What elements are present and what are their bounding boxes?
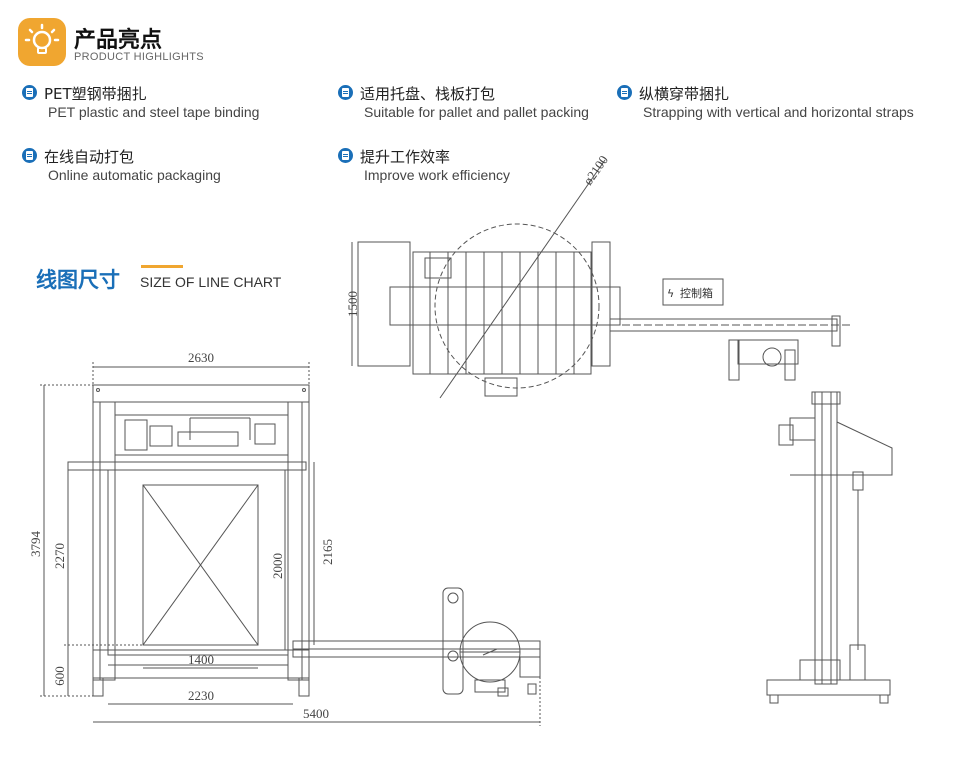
feature-title: 在线自动打包 <box>44 148 135 166</box>
lightbulb-icon <box>18 18 66 66</box>
feature-title: 纵横穿带捆扎 <box>639 85 730 103</box>
dim-width-top: 2630 <box>188 350 214 365</box>
dim-height-base: 600 <box>52 666 67 686</box>
dim-height-right: 2165 <box>320 539 335 565</box>
dim-height-inner: 2270 <box>52 543 67 569</box>
feature-title: 适用托盘、栈板打包 <box>360 85 496 103</box>
page-title: 产品亮点 <box>74 28 163 53</box>
dim-diameter: ø2100 <box>580 152 611 187</box>
dim-width-base: 2230 <box>188 688 214 703</box>
feature-desc: Strapping with vertical and horizontal s… <box>643 104 914 120</box>
section-subtitle: SIZE OF LINE CHART <box>140 274 282 290</box>
document-icon <box>338 85 353 100</box>
dim-width-total: 5400 <box>303 706 329 721</box>
document-icon <box>338 148 353 163</box>
feature-desc: Online automatic packaging <box>48 167 221 183</box>
section-accent-bar <box>141 265 183 268</box>
feature-desc: PET plastic and steel tape binding <box>48 104 260 120</box>
top-view <box>351 159 850 399</box>
feature-title: 提升工作效率 <box>360 148 451 166</box>
side-view <box>766 391 893 704</box>
control-box-label: 控制箱 <box>680 286 713 300</box>
feature-desc: Suitable for pallet and pallet packing <box>364 104 589 120</box>
document-icon <box>617 85 632 100</box>
dim-height-total: 3794 <box>28 531 43 558</box>
front-view <box>40 362 541 726</box>
dim-depth: 1500 <box>345 291 360 317</box>
document-icon <box>22 148 37 163</box>
document-icon <box>22 85 37 100</box>
dim-height-opening: 2000 <box>270 553 285 579</box>
page-subtitle: PRODUCT HIGHLIGHTS <box>74 51 204 63</box>
section-title: 线图尺寸 <box>36 268 120 292</box>
feature-desc: Improve work efficiency <box>364 167 511 183</box>
feature-title: PET塑钢带捆扎 <box>44 85 147 103</box>
dim-width-opening: 1400 <box>188 652 214 667</box>
lightning-icon: ϟ <box>667 287 674 300</box>
